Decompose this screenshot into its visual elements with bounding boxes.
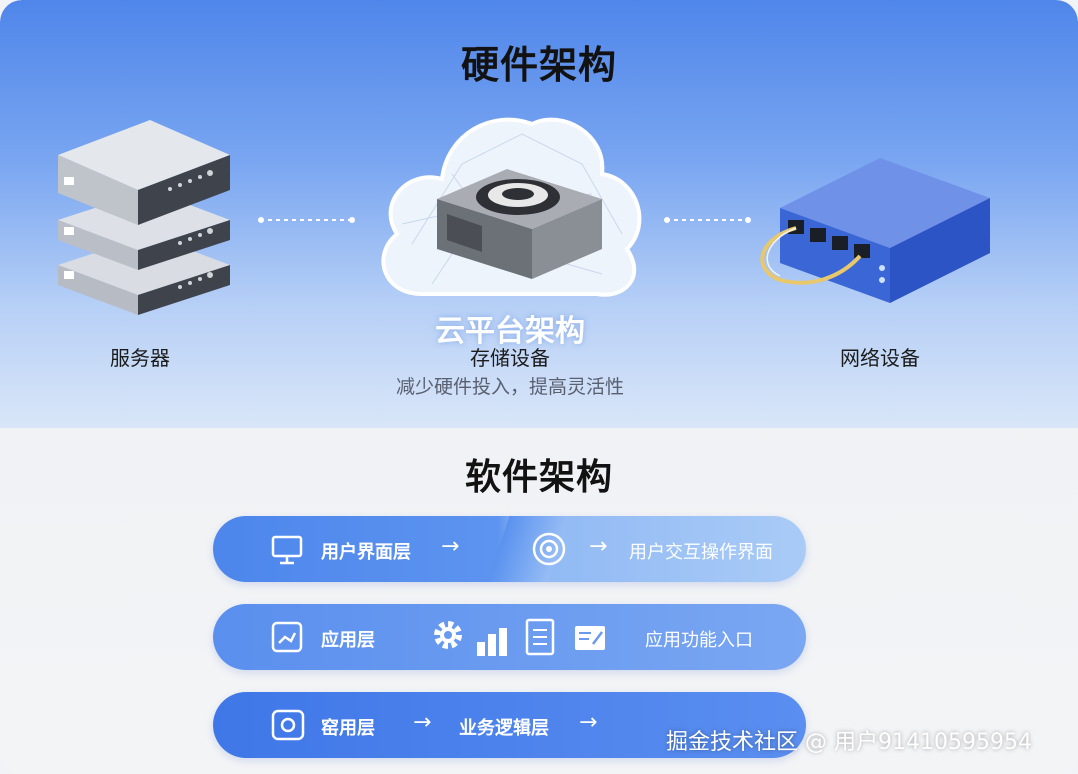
software-title: 软件架构 [464,457,613,498]
watermark: 掘金技术社区 @ 用户91410595954 [666,730,1032,755]
layer-3-label: 窑用层 [321,718,375,739]
cloud-icon [381,117,642,297]
layer-3-arrow: → [413,710,432,735]
disk-icon [271,709,305,741]
layer-3-detail: 业务逻辑层 [459,718,549,739]
storage-label: 存储设备 [470,346,550,370]
connector-right [664,217,751,223]
cloud-platform-title: 云平台架构 [435,314,585,349]
app-panel-icon [271,621,303,653]
bar-chart-icon [477,628,507,656]
layer-2-detail: 应用功能入口 [645,630,753,651]
server-rack-icon [58,120,230,315]
layer-1-label: 用户界面层 [321,542,411,563]
target-icon [532,532,566,566]
network-switch-icon [760,158,990,303]
document-icon [525,618,555,656]
network-label: 网络设备 [840,346,920,370]
server-label: 服务器 [110,346,170,370]
layer-application: 应用层 应用功能入口 [213,604,806,670]
monitor-icon [271,535,303,565]
connector-left [258,217,355,223]
layer-1-detail: 用户交互操作界面 [629,542,773,563]
layer-service: 窑用层 → 业务逻辑层 → [213,692,806,758]
edit-card-icon [575,626,605,650]
layer-1-arrow-2: → [589,534,608,559]
layer-2-label: 应用层 [321,630,375,651]
cloud-subtitle: 减少硬件投入，提高灵活性 [395,376,624,398]
gear-icon [434,621,462,649]
layer-3-arrow-2: → [579,710,598,735]
hardware-title: 硬件架构 [460,43,617,87]
layer-user-interface: 用户界面层 → → 用户交互操作界面 [213,516,806,582]
layer-1-arrow: → [441,534,460,559]
